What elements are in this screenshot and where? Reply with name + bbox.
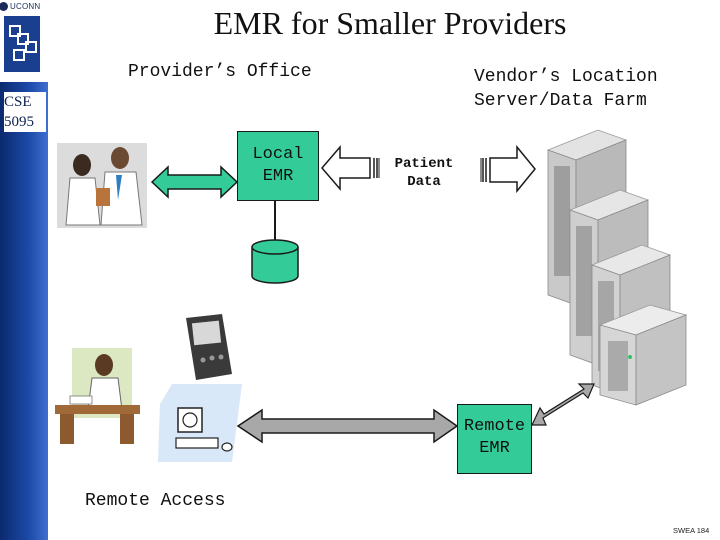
local-emr-line-2: EMR bbox=[262, 167, 294, 186]
doctors-clipart-icon bbox=[57, 143, 147, 228]
remote-emr-box: Remote EMR bbox=[457, 404, 532, 474]
vendor-line-1: Vendor’s Location bbox=[474, 67, 658, 87]
course-line-1: CSE bbox=[4, 94, 32, 110]
patient-data-label: Patient Data bbox=[388, 155, 460, 191]
office-worker-clipart-icon bbox=[55, 348, 140, 444]
local-emr-box: Local EMR bbox=[237, 131, 319, 201]
remote-access-label: Remote Access bbox=[85, 491, 226, 511]
course-line-2: 5095 bbox=[4, 114, 34, 130]
remote-access-arrow bbox=[236, 408, 459, 444]
slide-footer-id: SWEA 184 bbox=[673, 526, 710, 535]
uconn-seal-icon bbox=[0, 2, 8, 11]
providers-office-label: Provider’s Office bbox=[128, 62, 312, 82]
institution-name: UCONN bbox=[10, 2, 41, 11]
computer-terminal-icon bbox=[158, 384, 242, 462]
patient-data-arrow-left bbox=[321, 144, 380, 192]
office-link-arrow bbox=[150, 165, 239, 199]
patient-data-arrow-right bbox=[480, 144, 536, 194]
remote-emr-line-2: EMR bbox=[479, 439, 510, 458]
uconn-logo-icon bbox=[4, 16, 40, 72]
logo-area: UCONN bbox=[0, 0, 48, 82]
patient-line-1: Patient bbox=[394, 156, 454, 172]
server-rack-icon bbox=[546, 129, 688, 406]
local-emr-line-1: Local bbox=[252, 145, 304, 164]
database-cylinder-icon bbox=[251, 239, 299, 284]
server-link-arrow bbox=[531, 383, 595, 426]
vendor-location-label: Vendor’s Location Server/Data Farm bbox=[474, 65, 658, 113]
patient-line-2: Data bbox=[407, 174, 441, 190]
vendor-line-2: Server/Data Farm bbox=[474, 91, 647, 111]
sidebar bbox=[0, 0, 48, 540]
slide-title: EMR for Smaller Providers bbox=[213, 5, 567, 41]
remote-emr-line-1: Remote bbox=[463, 417, 526, 436]
pda-device-icon bbox=[186, 314, 232, 380]
course-code: CSE 5095 bbox=[4, 92, 46, 132]
